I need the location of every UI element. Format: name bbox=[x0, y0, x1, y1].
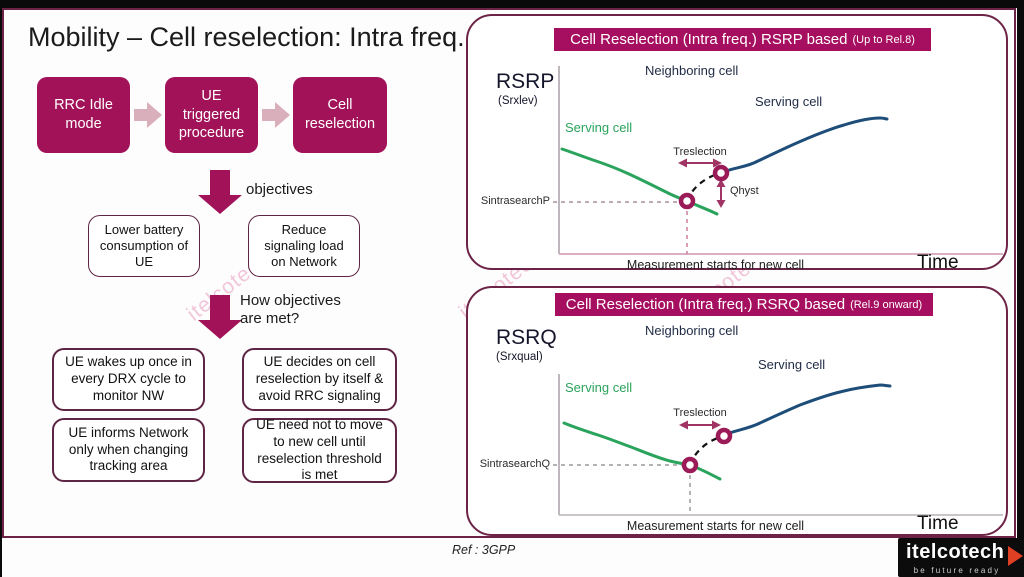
arrow-right-icon bbox=[262, 102, 290, 128]
method-box-tracking-area: UE informs Network only when changing tr… bbox=[52, 418, 205, 482]
method-box-threshold: UE need not to move to new cell until re… bbox=[242, 417, 397, 483]
new-cell-curve bbox=[722, 383, 892, 437]
logo-brand-text: itelcotech bbox=[906, 541, 1005, 563]
new-cell-curve bbox=[719, 116, 889, 175]
sintrasearchp-label: SintrasearchP bbox=[480, 195, 550, 207]
serving-cell-label-right: Serving cell bbox=[755, 94, 823, 109]
neighboring-cell-label: Neighboring cell bbox=[645, 63, 739, 78]
flow-step-rrc-idle-mode: RRC Idle mode bbox=[37, 77, 130, 153]
neighboring-cell-label: Neighboring cell bbox=[645, 323, 739, 338]
time-axis-label: Time bbox=[917, 513, 959, 534]
how-objectives-label: How objectives are met? bbox=[240, 292, 341, 327]
srxlev-label: (Srxlev) bbox=[498, 95, 538, 107]
treselection-label: Treslection bbox=[673, 407, 727, 419]
qhyst-arrowhead-top bbox=[716, 179, 726, 187]
chart-title: Cell Reselection (Intra freq.) RSRP base… bbox=[570, 31, 848, 48]
page-title: Mobility – Cell reselection: Intra freq. bbox=[28, 22, 465, 52]
rsrq-axis-label: RSRQ bbox=[496, 326, 557, 349]
arrow-right-icon bbox=[134, 102, 162, 128]
method-box-drx: UE wakes up once in every DRX cycle to m… bbox=[52, 348, 205, 411]
left-black-bar bbox=[0, 0, 2, 577]
treselection-arrowhead-left bbox=[678, 158, 687, 168]
reselection-point-marker bbox=[715, 427, 733, 445]
objectives-label: objectives bbox=[246, 181, 313, 198]
treselection-arrowhead-left bbox=[679, 420, 688, 430]
reselection-point-marker bbox=[681, 456, 699, 474]
srxqual-label: (Srxqual) bbox=[496, 351, 543, 363]
sintrasearchq-label: SintrasearchQ bbox=[479, 458, 550, 470]
serving-cell-label-right: Serving cell bbox=[758, 357, 826, 372]
rsrp-graph bbox=[553, 66, 1003, 255]
serving-cell-curve bbox=[562, 421, 722, 481]
itelcotech-logo: itelcotech be future ready bbox=[898, 538, 1024, 577]
logo-tagline: be future ready bbox=[913, 566, 1001, 575]
serving-cell-label-left: Serving cell bbox=[565, 120, 633, 135]
logo-arrow-icon bbox=[1008, 546, 1023, 566]
chart-panel-rsrq: Cell Reselection (Intra freq.) RSRQ base… bbox=[466, 286, 1008, 536]
right-black-bar bbox=[1017, 0, 1024, 577]
flow-step-ue-triggered-procedure: UE triggered procedure bbox=[165, 77, 258, 153]
treselection-arrowhead-right bbox=[713, 158, 722, 168]
rsrp-axis-label: RSRP bbox=[496, 70, 555, 93]
time-axis-label: Time bbox=[917, 252, 959, 273]
objective-box-signaling: Reduce signaling load on Network bbox=[248, 215, 360, 277]
serving-cell-label-left: Serving cell bbox=[565, 380, 633, 395]
treselection-arrowhead-right bbox=[712, 420, 721, 430]
treselection-label: Treslection bbox=[673, 146, 727, 158]
measurement-note: Measurement starts for new cell bbox=[626, 258, 805, 272]
top-black-bar bbox=[0, 0, 1024, 8]
qhyst-label: Qhyst bbox=[730, 185, 759, 197]
flow-step-cell-reselection: Cell reselection bbox=[293, 77, 387, 153]
arrow-down-icon bbox=[198, 170, 242, 214]
rsrq-graph bbox=[553, 374, 1003, 516]
arrow-down-icon bbox=[198, 295, 242, 339]
slide-border bbox=[2, 8, 1016, 538]
chart-banner-rsrq: Cell Reselection (Intra freq.) RSRQ base… bbox=[555, 293, 933, 316]
measurement-note: Measurement starts for new cell bbox=[626, 519, 805, 533]
chart-title-note: (Rel.9 onward) bbox=[850, 298, 923, 311]
chart-panel-rsrp: Cell Reselection (Intra freq.) RSRP base… bbox=[466, 14, 1008, 273]
qhyst-arrowhead-bottom bbox=[716, 200, 726, 208]
chart-title: Cell Reselection (Intra freq.) RSRQ base… bbox=[565, 296, 846, 313]
reselection-point-marker bbox=[678, 192, 696, 210]
chart-title-note: (Up to Rel.8) bbox=[852, 33, 915, 46]
chart-banner-rsrp: Cell Reselection (Intra freq.) RSRP base… bbox=[554, 28, 931, 51]
objective-box-battery: Lower battery consumption of UE bbox=[88, 215, 200, 277]
reference-note: Ref : 3GPP bbox=[452, 543, 516, 557]
method-box-ue-decides: UE decides on cell reselection by itself… bbox=[242, 348, 397, 411]
reselection-point-marker bbox=[712, 164, 730, 182]
